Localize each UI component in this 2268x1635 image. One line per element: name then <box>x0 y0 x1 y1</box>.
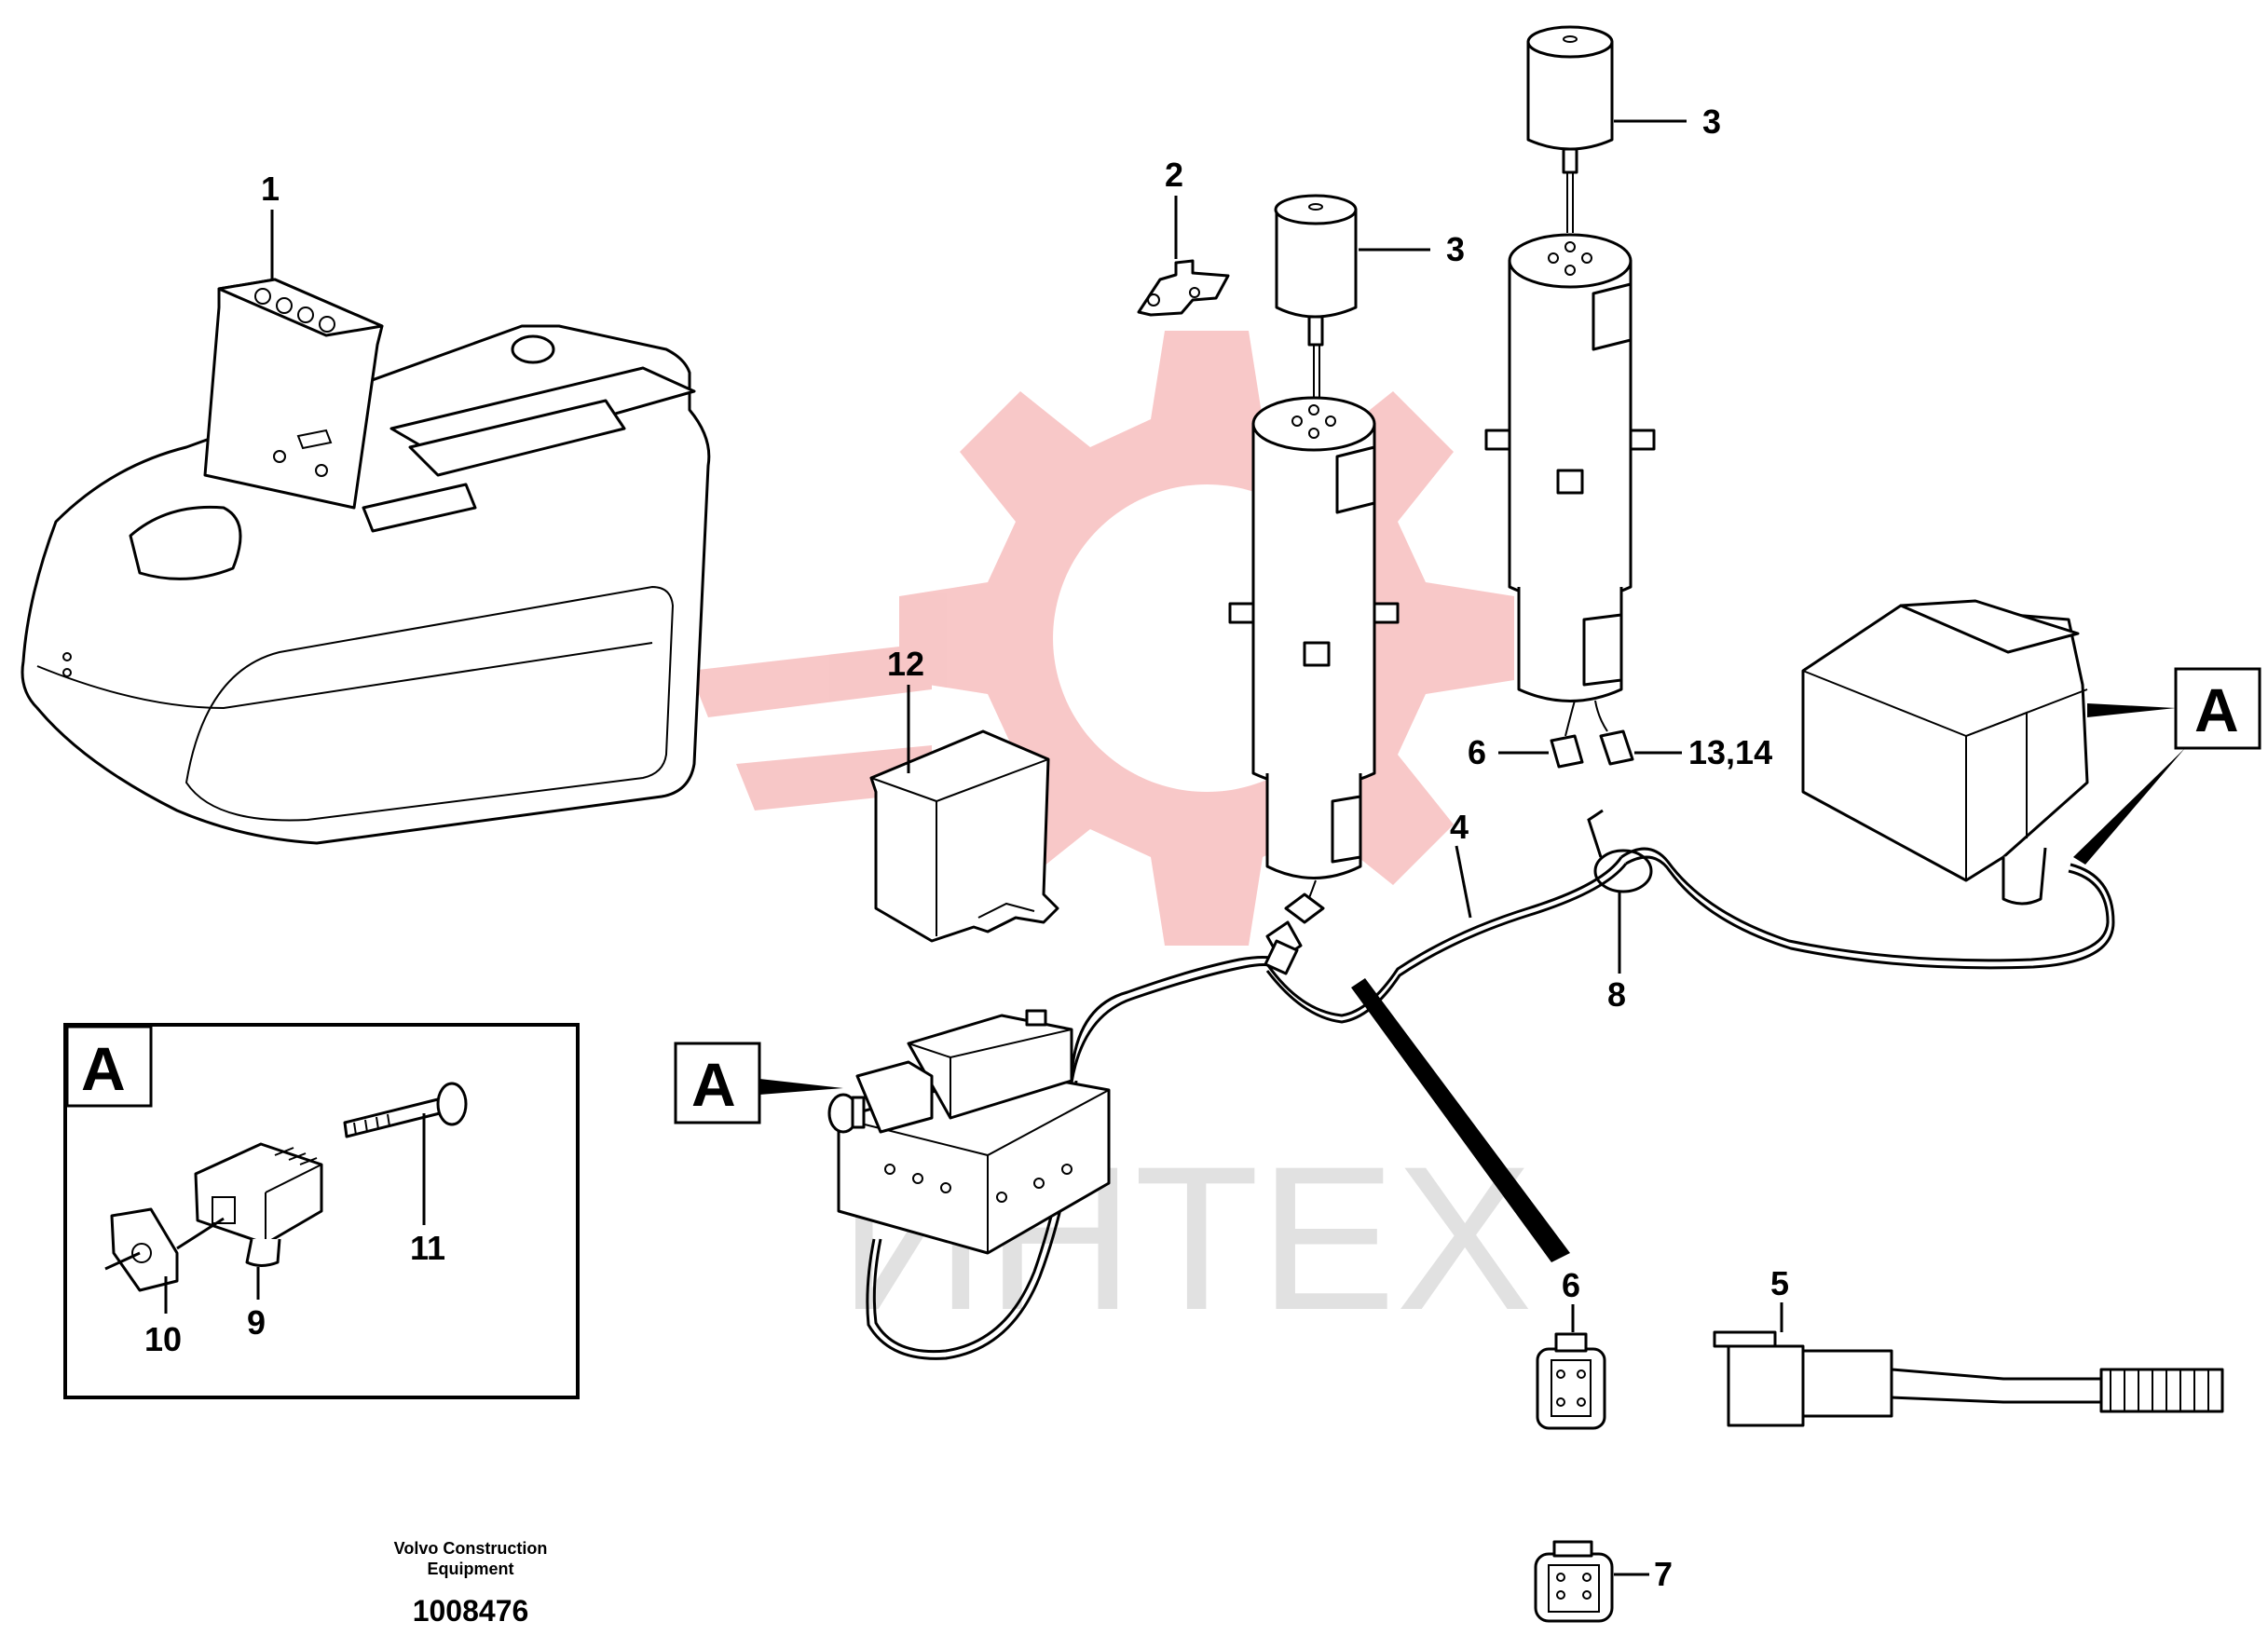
footer-company-line2: Equipment <box>428 1560 514 1578</box>
relay-box <box>1801 599 2089 906</box>
callout-7: 7 <box>1654 1555 1673 1593</box>
callout-12: 12 <box>887 645 924 683</box>
callout-3-left: 3 <box>1446 230 1465 268</box>
callout-8: 8 <box>1607 975 1626 1014</box>
detail-mark-a-left: A <box>674 1042 843 1124</box>
callout-13-14: 13,14 <box>1688 733 1772 771</box>
svg-text:A: A <box>691 1050 736 1119</box>
callout-6-top: 6 <box>1468 733 1486 771</box>
cable-tie <box>1587 809 1653 893</box>
bracket <box>1137 259 1230 317</box>
detail-mark-a-inset: A <box>81 1034 126 1103</box>
callout-5: 5 <box>1770 1264 1789 1302</box>
connector-5-with-cable <box>1713 1330 2224 1427</box>
detail-mark-a-right: A <box>2073 667 2261 865</box>
valve-body-left <box>1228 396 1400 914</box>
detail-inset: A <box>63 1023 580 1399</box>
solenoid-coil-right <box>1526 25 1614 233</box>
coil-plug <box>176 1142 323 1267</box>
connector-plug-6-top <box>1550 734 1584 769</box>
switch-panel <box>203 278 384 510</box>
leader-6-arrow <box>1351 978 1570 1262</box>
svg-text:A: A <box>2194 675 2239 744</box>
console-housing <box>20 324 711 845</box>
leader-4 <box>1455 845 1472 919</box>
valve-body-right <box>1484 233 1656 737</box>
callout-9: 9 <box>247 1303 266 1342</box>
drawing-number: 1008476 <box>413 1594 529 1628</box>
actuator-solenoid <box>827 1009 1073 1134</box>
callout-10: 10 <box>144 1320 182 1358</box>
callout-1: 1 <box>261 170 280 208</box>
connector-7 <box>1534 1540 1614 1623</box>
cover-bracket <box>869 729 1059 943</box>
callout-3-right: 3 <box>1702 102 1721 141</box>
gasket <box>104 1207 179 1292</box>
solenoid-coil-left <box>1274 194 1358 410</box>
screw <box>343 1082 468 1138</box>
watermark-gear-icon <box>690 331 1514 946</box>
connector-6 <box>1536 1332 1606 1430</box>
footer-company-line1: Volvo Construction <box>394 1539 548 1558</box>
connector-plug-1314 <box>1599 729 1634 766</box>
callout-2: 2 <box>1165 156 1183 194</box>
callout-11: 11 <box>410 1229 445 1267</box>
callout-4: 4 <box>1450 808 1469 846</box>
callout-6-bottom: 6 <box>1562 1266 1580 1304</box>
harness-plug-left-valve <box>1264 939 1299 975</box>
